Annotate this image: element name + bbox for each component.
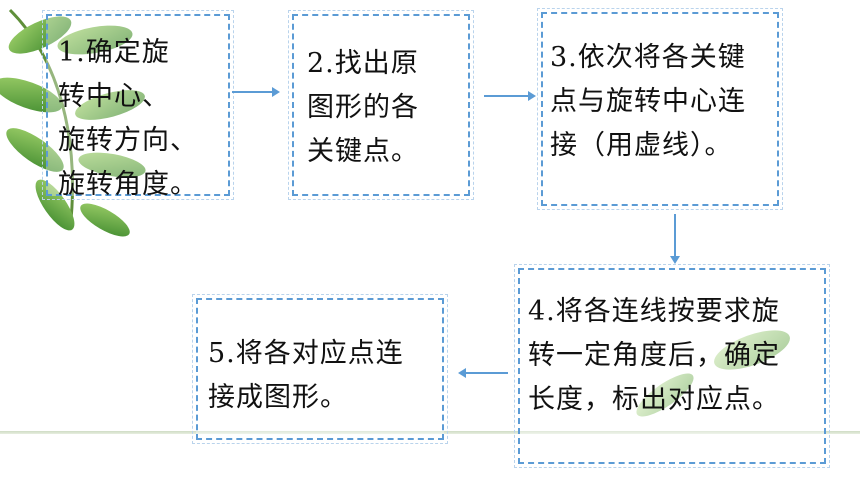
arrow-step4-to-step5 <box>458 368 508 378</box>
step-2-line: 2.找出原 <box>307 48 419 79</box>
step-1-line: 转中心、 <box>58 81 170 112</box>
step-4-text: 4.将各连线按要求旋 转一定角度后，确定 长度，标出对应点。 <box>528 290 780 422</box>
step-1-line: 1.确定旋 <box>58 37 170 68</box>
step-1-line: 旋转角度。 <box>58 169 198 200</box>
arrow-step1-to-step2 <box>232 87 280 97</box>
step-2-line: 关键点。 <box>307 136 419 167</box>
step-4-line: 长度，标出对应点。 <box>528 384 780 415</box>
step-1-text: 1.确定旋 转中心、 旋转方向、 旋转角度。 <box>58 31 198 207</box>
step-3-text: 3.依次将各关键 点与旋转中心连 接（用虚线）。 <box>550 36 746 168</box>
step-4-line: 转一定角度后，确定 <box>528 340 780 371</box>
step-5-line: 接成图形。 <box>208 382 348 413</box>
step-1-line: 旋转方向、 <box>58 125 198 156</box>
step-3-box <box>537 8 783 210</box>
arrow-step3-to-step4 <box>670 214 680 264</box>
step-2-box <box>288 10 474 200</box>
step-5-line: 5.将各对应点连 <box>208 338 404 369</box>
step-5-text: 5.将各对应点连 接成图形。 <box>208 332 404 420</box>
arrow-step2-to-step3 <box>484 91 536 101</box>
step-4-box <box>514 264 830 468</box>
step-4-line: 4.将各连线按要求旋 <box>528 296 780 327</box>
step-2-text: 2.找出原 图形的各 关键点。 <box>307 42 419 174</box>
step-3-line: 3.依次将各关键 <box>550 42 746 73</box>
step-3-line: 接（用虚线）。 <box>550 130 733 161</box>
step-5-box <box>192 294 448 444</box>
step-2-line: 图形的各 <box>307 92 419 123</box>
step-1-box <box>42 10 234 200</box>
bottom-divider-line <box>0 431 860 434</box>
step-3-line: 点与旋转中心连 <box>550 86 746 117</box>
